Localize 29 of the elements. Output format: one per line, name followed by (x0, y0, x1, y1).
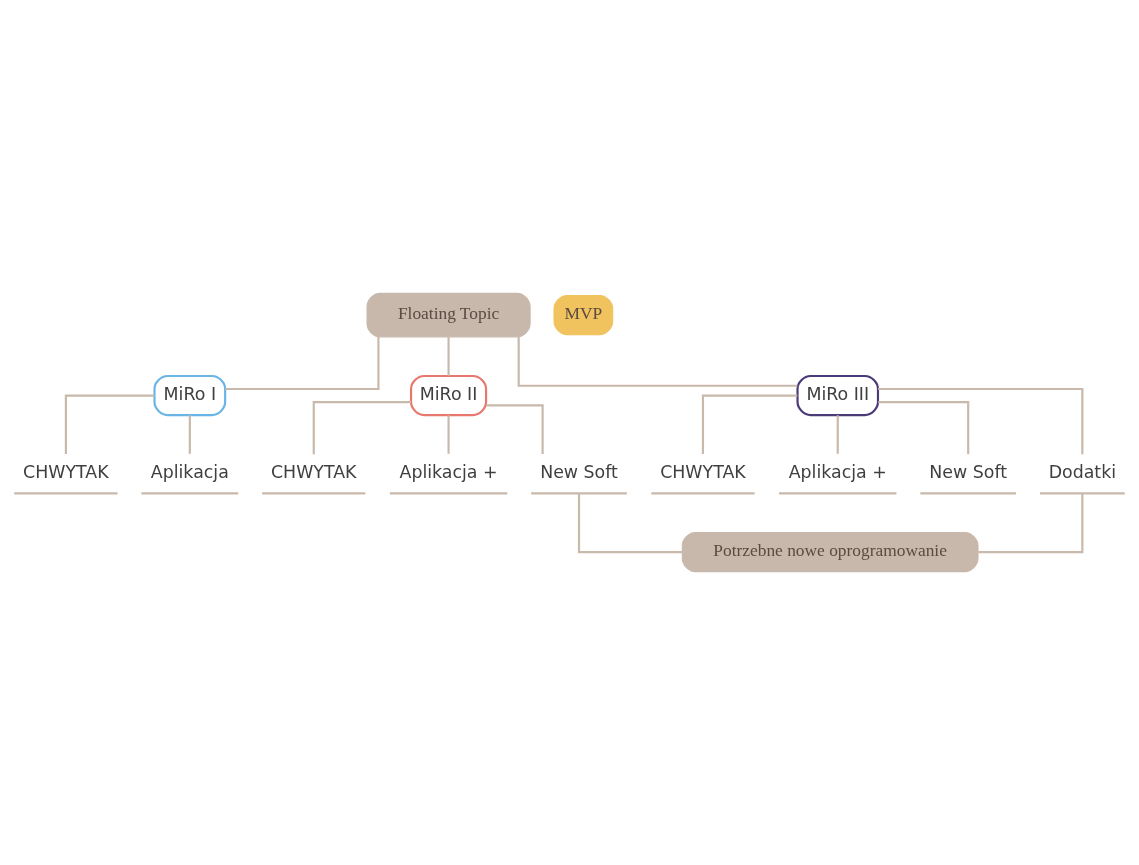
node-text: Aplikacja (150, 461, 229, 482)
connector (447, 415, 450, 454)
node-text: New Soft (929, 461, 1008, 482)
node-box: Floating Topic (366, 292, 531, 338)
node-text: Dodatki (1048, 461, 1117, 482)
connector (188, 415, 191, 454)
connector (486, 404, 544, 454)
node-text: Aplikacja + (788, 461, 887, 482)
node-text: CHWYTAK (660, 461, 746, 482)
connector (978, 493, 1084, 554)
connector (312, 400, 411, 455)
node-box: MVP (553, 294, 614, 336)
node-box: MiRo III (796, 374, 880, 417)
connector (64, 394, 155, 455)
connector (701, 394, 798, 455)
connector (577, 493, 683, 554)
node-box: MiRo II (409, 374, 488, 417)
connector (836, 415, 839, 454)
connector (447, 337, 450, 376)
node-text: Aplikacja + (399, 461, 498, 482)
node-text: New Soft (540, 461, 618, 482)
node-text: CHWYTAK (23, 461, 109, 482)
connector (878, 400, 970, 455)
connector (878, 387, 1084, 455)
connector (517, 337, 798, 387)
node-text: CHWYTAK (270, 461, 357, 482)
node-box: Potrzebne nowe oprogramowanie (681, 531, 979, 573)
node-box: MiRo I (153, 374, 227, 417)
connector (225, 336, 380, 391)
